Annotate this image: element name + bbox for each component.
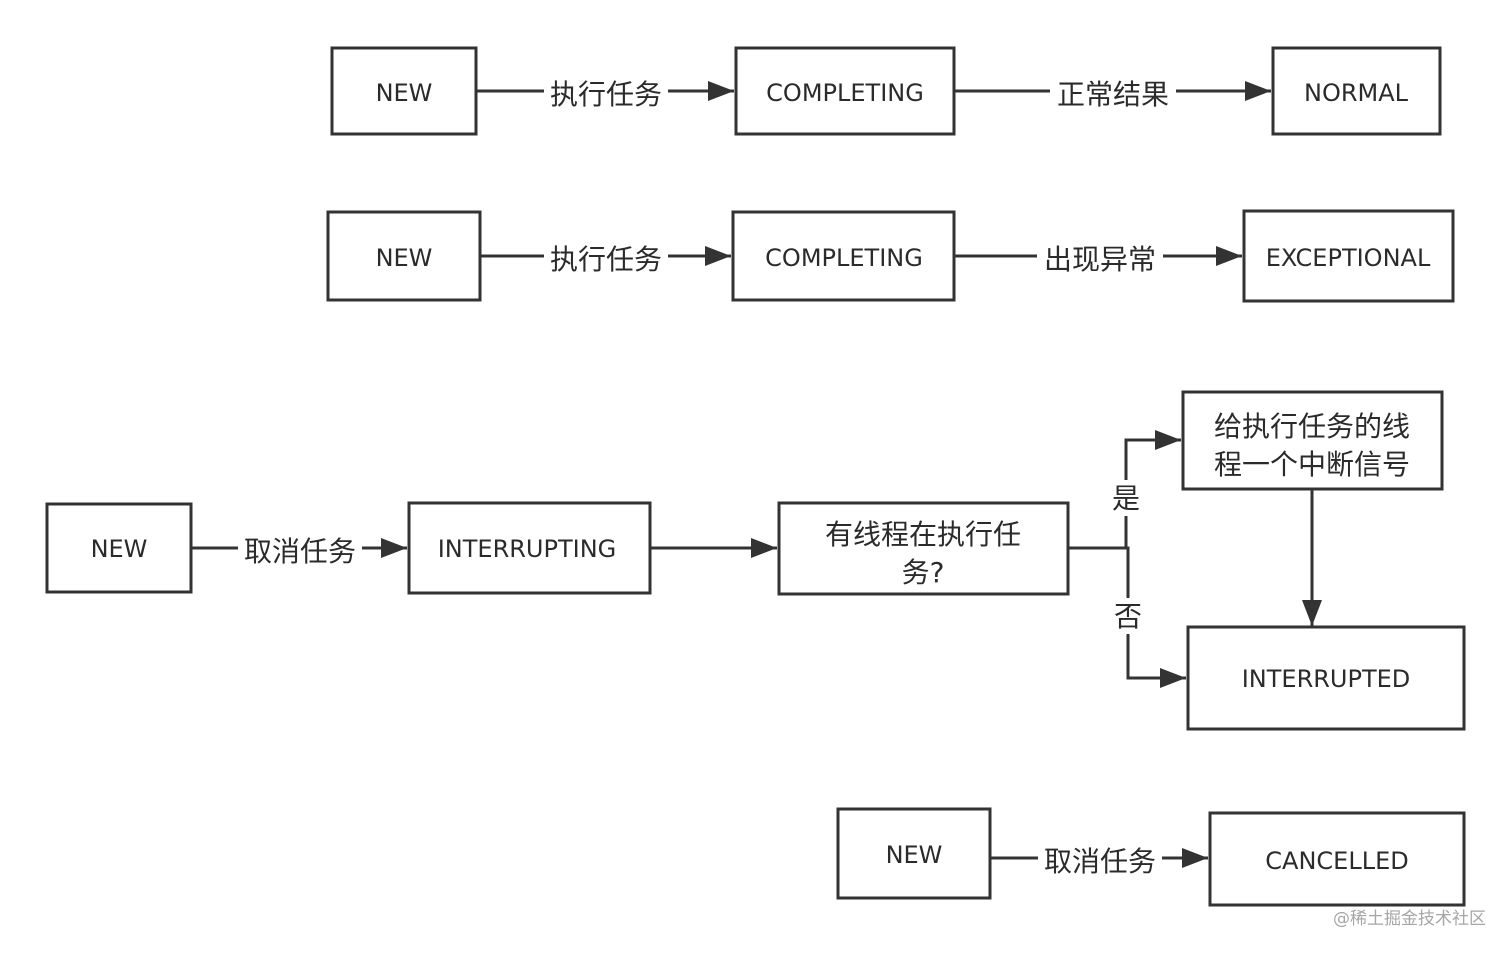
watermark-text: @稀土掘金技术社区 xyxy=(1333,909,1486,929)
node-r3-interrupt-thread-line2: 程一个中断信号 xyxy=(1214,448,1410,481)
node-r2-exceptional: EXCEPTIONAL xyxy=(1242,209,1455,303)
edge-r3-yes: 是 xyxy=(1068,430,1181,550)
node-r1-completing: COMPLETING xyxy=(734,46,956,136)
edge-r4-cancel-label: 取消任务 xyxy=(1044,845,1156,878)
node-r2-completing: COMPLETING xyxy=(731,210,956,302)
node-r3-new: NEW xyxy=(45,502,193,594)
node-r2-new: NEW xyxy=(326,210,482,302)
edge-r2-exception-label: 出现异常 xyxy=(1044,243,1156,276)
edge-r2-exception: 出现异常 xyxy=(954,239,1242,277)
node-r2-exceptional-label: EXCEPTIONAL xyxy=(1266,244,1431,272)
edge-r3-interrupt-to-interrupted xyxy=(1302,489,1322,626)
node-r3-interrupt-thread-line1: 给执行任务的线 xyxy=(1214,410,1410,443)
node-r3-decision-line1: 有线程在执行任 xyxy=(825,518,1021,551)
node-r1-normal: NORMAL xyxy=(1271,46,1442,136)
edge-r3-cancel-label: 取消任务 xyxy=(244,535,356,568)
node-r3-interrupting: INTERRUPTING xyxy=(407,501,652,595)
node-r3-decision-line2: 务? xyxy=(902,556,945,589)
edge-r2-execute: 执行任务 xyxy=(480,239,731,277)
node-r3-interrupted-label: INTERRUPTED xyxy=(1242,665,1411,693)
node-r1-normal-label: NORMAL xyxy=(1304,79,1409,107)
edge-r1-normal-result-label: 正常结果 xyxy=(1057,78,1169,111)
node-r3-decision: 有线程在执行任 务? xyxy=(777,501,1070,596)
edge-r4-cancel: 取消任务 xyxy=(990,841,1208,879)
node-r1-new-label: NEW xyxy=(376,79,433,107)
node-r2-new-label: NEW xyxy=(376,244,433,272)
node-r1-new: NEW xyxy=(330,46,478,136)
edge-r3-cancel: 取消任务 xyxy=(191,531,407,569)
node-r3-interrupt-thread: 给执行任务的线 程一个中断信号 xyxy=(1181,390,1444,491)
node-r4-new: NEW xyxy=(836,807,992,900)
edge-r3-to-decision xyxy=(650,538,777,558)
node-r1-completing-label: COMPLETING xyxy=(766,79,924,107)
edge-r3-yes-label: 是 xyxy=(1112,482,1140,515)
node-r4-cancelled: CANCELLED xyxy=(1208,811,1466,907)
node-r3-new-label: NEW xyxy=(91,535,148,563)
node-r4-cancelled-label: CANCELLED xyxy=(1265,847,1408,875)
node-r2-completing-label: COMPLETING xyxy=(765,244,923,272)
edge-r3-no: 否 xyxy=(1110,546,1186,688)
edge-r1-execute-label: 执行任务 xyxy=(550,78,662,111)
edge-r2-execute-label: 执行任务 xyxy=(550,243,662,276)
edge-r1-execute: 执行任务 xyxy=(476,74,734,112)
edge-r1-normal-result: 正常结果 xyxy=(954,74,1271,112)
node-r3-interrupted: INTERRUPTED xyxy=(1186,625,1466,731)
edge-r3-no-label: 否 xyxy=(1114,600,1142,633)
node-r3-interrupting-label: INTERRUPTING xyxy=(438,535,617,563)
node-r4-new-label: NEW xyxy=(886,841,943,869)
